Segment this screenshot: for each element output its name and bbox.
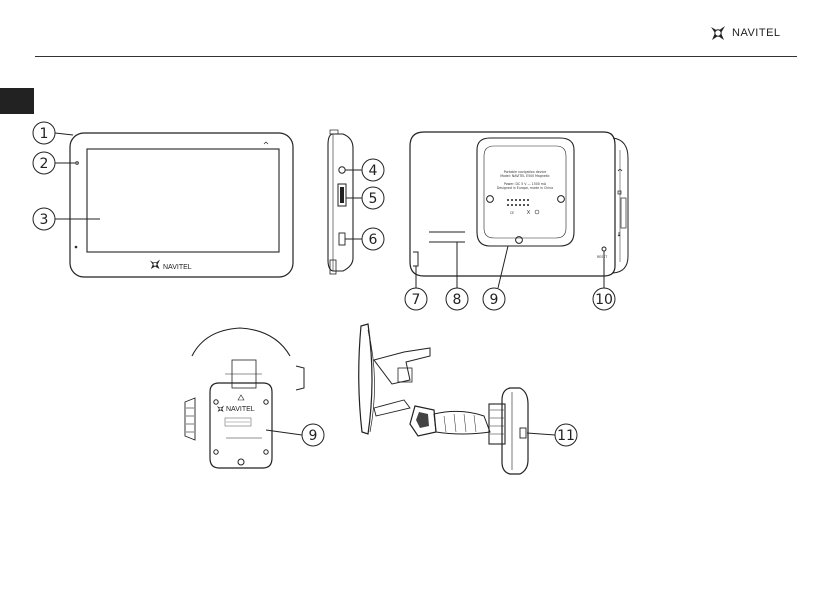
callout-2 [32, 151, 75, 175]
callout-9-mount [265, 423, 325, 447]
callout-number-6: 6 [369, 232, 378, 248]
device-brand-name: NAVITEL [163, 264, 192, 271]
back-label-dots [507, 199, 529, 206]
mount-side-view [358, 323, 529, 475]
usb-icon [617, 232, 621, 237]
back-label-line-3: Power: DC 5 V — 1500 mA [504, 182, 547, 186]
callout-number-4: 4 [369, 163, 378, 179]
navitel-logo-icon [150, 259, 160, 269]
callout-number-7: 7 [412, 292, 421, 308]
callout-8 [445, 242, 469, 311]
front-view [69, 132, 294, 278]
callout-number-9: 9 [490, 292, 499, 308]
callout-9 [482, 245, 509, 311]
back-label-line-2: Model: NAVITEL E500 Magnetic [500, 174, 550, 178]
back-view [409, 131, 629, 277]
callout-7 [404, 266, 428, 311]
bin-icon [526, 209, 531, 215]
callout-5 [346, 186, 385, 210]
back-label-marks: CE [510, 211, 514, 215]
callout-10 [592, 251, 616, 311]
card-icon [617, 190, 622, 195]
callout-4 [345, 158, 385, 182]
recycle-icon [534, 209, 540, 215]
headphone-icon [617, 169, 623, 172]
callout-number-1: 1 [40, 126, 49, 142]
callout-number-10: 10 [595, 292, 613, 308]
callout-number-5: 5 [369, 191, 378, 207]
mount-brand-name: NAVITEL [226, 406, 255, 413]
header-logo: NAVITEL [708, 24, 781, 42]
side-view [327, 129, 354, 275]
callout-number-2: 2 [40, 156, 49, 172]
brand-name: NAVITEL [732, 27, 781, 39]
callout-number-8: 8 [453, 292, 462, 308]
back-label-line-1: Portable navigation device [504, 170, 547, 174]
back-label-line-4: Designed in Europe, made in China [497, 186, 553, 190]
callout-6 [345, 227, 385, 251]
callout-11 [526, 423, 578, 447]
navitel-logo-icon [711, 26, 725, 40]
section-tab [0, 88, 34, 114]
header-rule [35, 56, 797, 57]
reset-label: RESET [597, 255, 607, 259]
callout-number-9-mount: 9 [309, 428, 318, 444]
callout-number-11: 11 [557, 428, 575, 444]
callout-1 [32, 121, 74, 145]
callout-number-3: 3 [40, 212, 49, 228]
mount-front-view [184, 327, 305, 469]
callout-3 [32, 207, 100, 231]
